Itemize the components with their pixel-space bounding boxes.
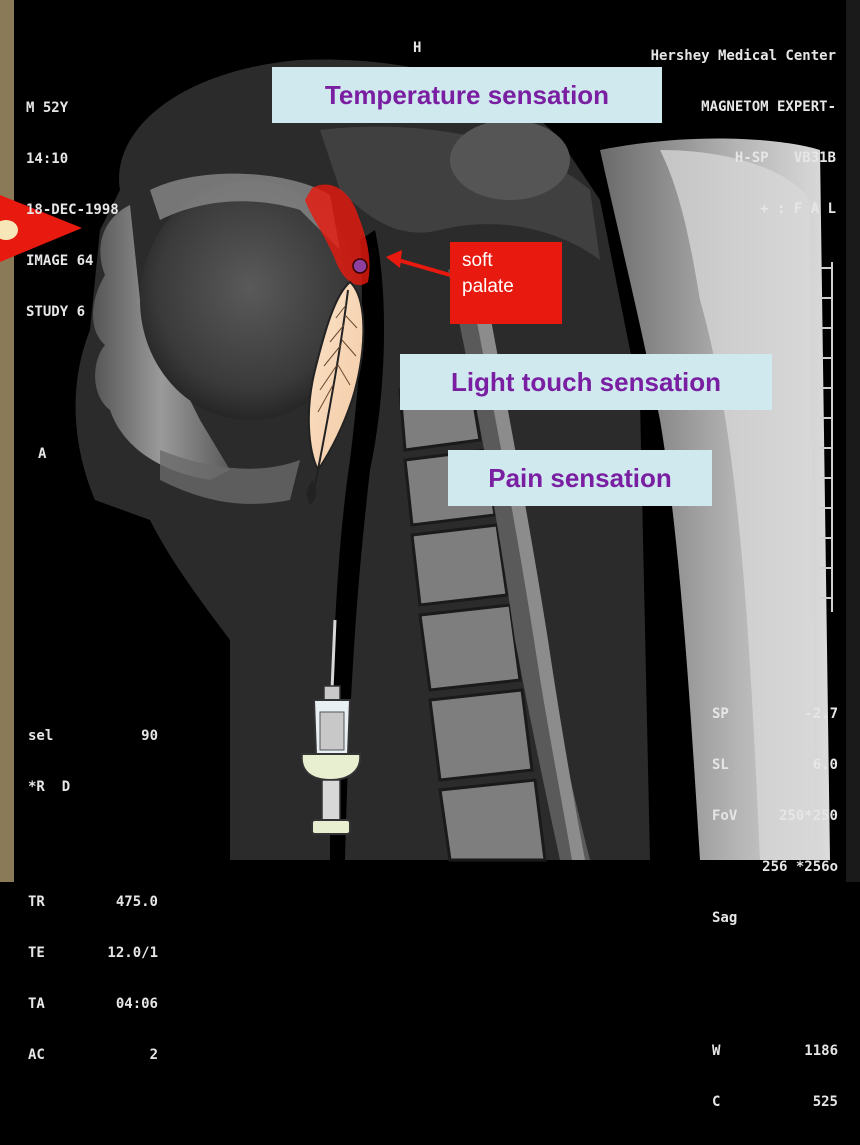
sl-key: SL xyxy=(712,757,729,774)
scan-time: 14:10 xyxy=(26,151,119,168)
ta-key: TA xyxy=(28,996,45,1013)
image-number: IMAGE 64 xyxy=(26,253,119,270)
tr-key: TR xyxy=(28,894,45,911)
institution-name: Hershey Medical Center xyxy=(651,48,836,65)
patient-age: M 52Y xyxy=(26,100,119,117)
sl-value: 6.0 xyxy=(813,757,838,774)
fov-value: 250*250 xyxy=(779,808,838,825)
sp-key: SP xyxy=(712,706,729,723)
sel-value: 90 xyxy=(141,728,158,745)
patient-info: M 52Y 14:10 18-DEC-1998 IMAGE 64 STUDY 6 xyxy=(26,66,119,355)
tr-value: 475.0 xyxy=(116,894,158,911)
ac-value: 2 xyxy=(150,1047,158,1064)
w-key: W xyxy=(712,1043,720,1060)
w-value: 1186 xyxy=(804,1043,838,1060)
orientation-code: + : F A L xyxy=(651,201,836,218)
soft-palate-callout: soft palate xyxy=(450,242,562,324)
mri-slide: M 52Y 14:10 18-DEC-1998 IMAGE 64 STUDY 6… xyxy=(0,0,860,882)
callout-line-1: soft xyxy=(462,248,550,274)
te-key: TE xyxy=(28,945,45,962)
callout-line-2: palate xyxy=(462,274,550,300)
c-value: 525 xyxy=(813,1094,838,1111)
sp-value: -2.7 xyxy=(804,706,838,723)
palate-dot xyxy=(353,259,367,273)
sequence-version: H-SP VB31B xyxy=(651,150,836,167)
scanner-model: MAGNETOM EXPERT- xyxy=(651,99,836,116)
orientation-top: H xyxy=(413,40,421,57)
fov-key: FoV xyxy=(712,808,737,825)
scan-plane: Sag xyxy=(712,910,838,927)
c-key: C xyxy=(712,1094,720,1111)
pain-sensation-label: Pain sensation xyxy=(448,450,712,506)
matrix-size: 256 *256o xyxy=(712,859,838,876)
sel-key: sel xyxy=(28,728,53,745)
scan-params-right: SP -2.7 SL 6.0 FoV 250*250 256 *256o Sag W 1… xyxy=(712,672,838,1145)
temperature-sensation-label: Temperature sensation xyxy=(272,67,662,123)
institution-info: Hershey Medical Center MAGNETOM EXPERT- … xyxy=(651,14,836,252)
ac-key: AC xyxy=(28,1047,45,1064)
orientation-left: A xyxy=(38,446,46,463)
light-touch-sensation-label: Light touch sensation xyxy=(400,354,772,410)
r-key: *R xyxy=(28,779,45,795)
ta-value: 04:06 xyxy=(116,996,158,1013)
te-value: 12.0/1 xyxy=(107,945,158,962)
r-value: D xyxy=(62,779,70,795)
scan-date: 18-DEC-1998 xyxy=(26,202,119,219)
scan-params-left: sel 90 *R D TR 475.0 TE 12.0/1 TA 04:06 AC 2 xyxy=(28,694,158,1098)
study-number: STUDY 6 xyxy=(26,304,119,321)
